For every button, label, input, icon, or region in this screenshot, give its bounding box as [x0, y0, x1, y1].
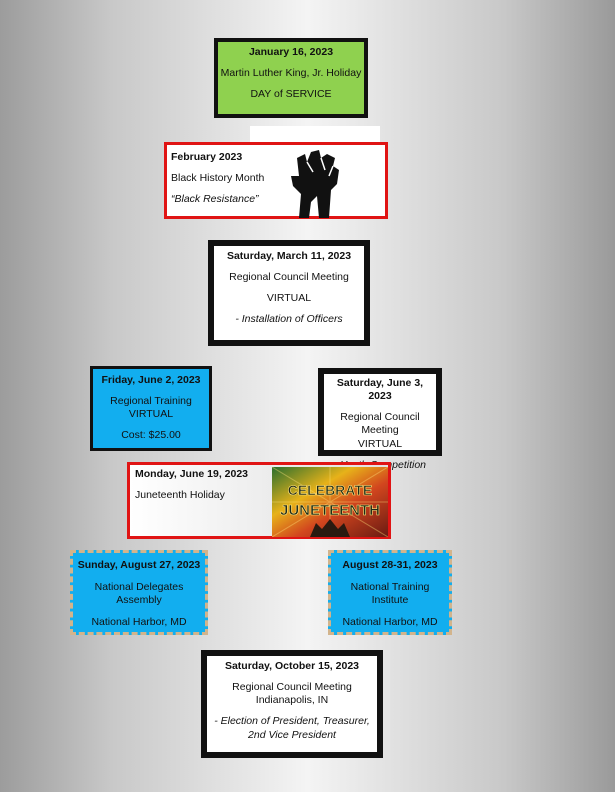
event-date: February 2023 [171, 151, 243, 163]
event-title: Regional Council Meeting [229, 271, 349, 284]
event-date: Monday, June 19, 2023 [135, 468, 249, 480]
event-title: National Training Institute [350, 581, 430, 607]
event-title: Black History Month [171, 172, 265, 185]
celebrate-juneteenth-image: CELEBRATE JUNETEENTH [272, 467, 388, 537]
event-subtitle: DAY of SERVICE [250, 88, 332, 101]
header-tab [250, 126, 380, 142]
event-date: August 28-31, 2023 [342, 559, 438, 571]
event-delegates-assembly: Sunday, August 27, 2023 National Delegat… [70, 550, 208, 635]
event-mode: VIRTUAL [357, 437, 403, 450]
event-title: Regional Training [110, 395, 192, 408]
event-date: Saturday, October 15, 2023 [224, 660, 360, 672]
event-date: Sunday, August 27, 2023 [77, 559, 201, 571]
event-note: - Election of President, Treasurer, 2nd … [214, 715, 370, 741]
event-cost: Cost: $25.00 [121, 429, 181, 442]
event-june-council-meeting: Saturday, June 3, 2023 Regional Council … [318, 368, 442, 471]
event-mode: VIRTUAL [128, 408, 174, 421]
event-juneteenth: Monday, June 19, 2023 Juneteenth Holiday… [127, 462, 391, 539]
event-training-institute: August 28-31, 2023 National Training Ins… [328, 550, 452, 635]
event-title: Juneteenth Holiday [135, 489, 225, 502]
event-location: Indianapolis, IN [255, 694, 329, 707]
event-title: Martin Luther King, Jr. Holiday [220, 67, 362, 80]
event-regional-training: Friday, June 2, 2023 Regional Training V… [90, 366, 212, 451]
event-black-history-month: February 2023 Black History Month “Black… [164, 142, 388, 219]
image-text: JUNETEENTH [280, 502, 380, 519]
event-date: Friday, June 2, 2023 [101, 374, 201, 386]
event-date: January 16, 2023 [248, 46, 334, 58]
event-mode: VIRTUAL [266, 292, 312, 305]
event-theme: “Black Resistance” [171, 193, 259, 206]
event-date: Saturday, June 3, 2023 [336, 377, 424, 403]
event-title: Regional Council Meeting [340, 411, 420, 437]
image-text: CELEBRATE [288, 482, 373, 498]
event-title: National Delegates Assembly [94, 581, 184, 607]
event-mlk-holiday: January 16, 2023 Martin Luther King, Jr.… [214, 38, 368, 118]
event-location: National Harbor, MD [91, 616, 187, 629]
event-note: - Installation of Officers [235, 313, 343, 326]
event-march-council-meeting: Saturday, March 11, 2023 Regional Counci… [208, 240, 370, 346]
event-date: Saturday, March 11, 2023 [226, 250, 352, 262]
event-october-council-meeting: Saturday, October 15, 2023 Regional Coun… [201, 650, 383, 758]
event-title: Regional Council Meeting [232, 681, 352, 694]
raised-fist-icon [291, 150, 339, 218]
event-location: National Harbor, MD [342, 616, 438, 629]
